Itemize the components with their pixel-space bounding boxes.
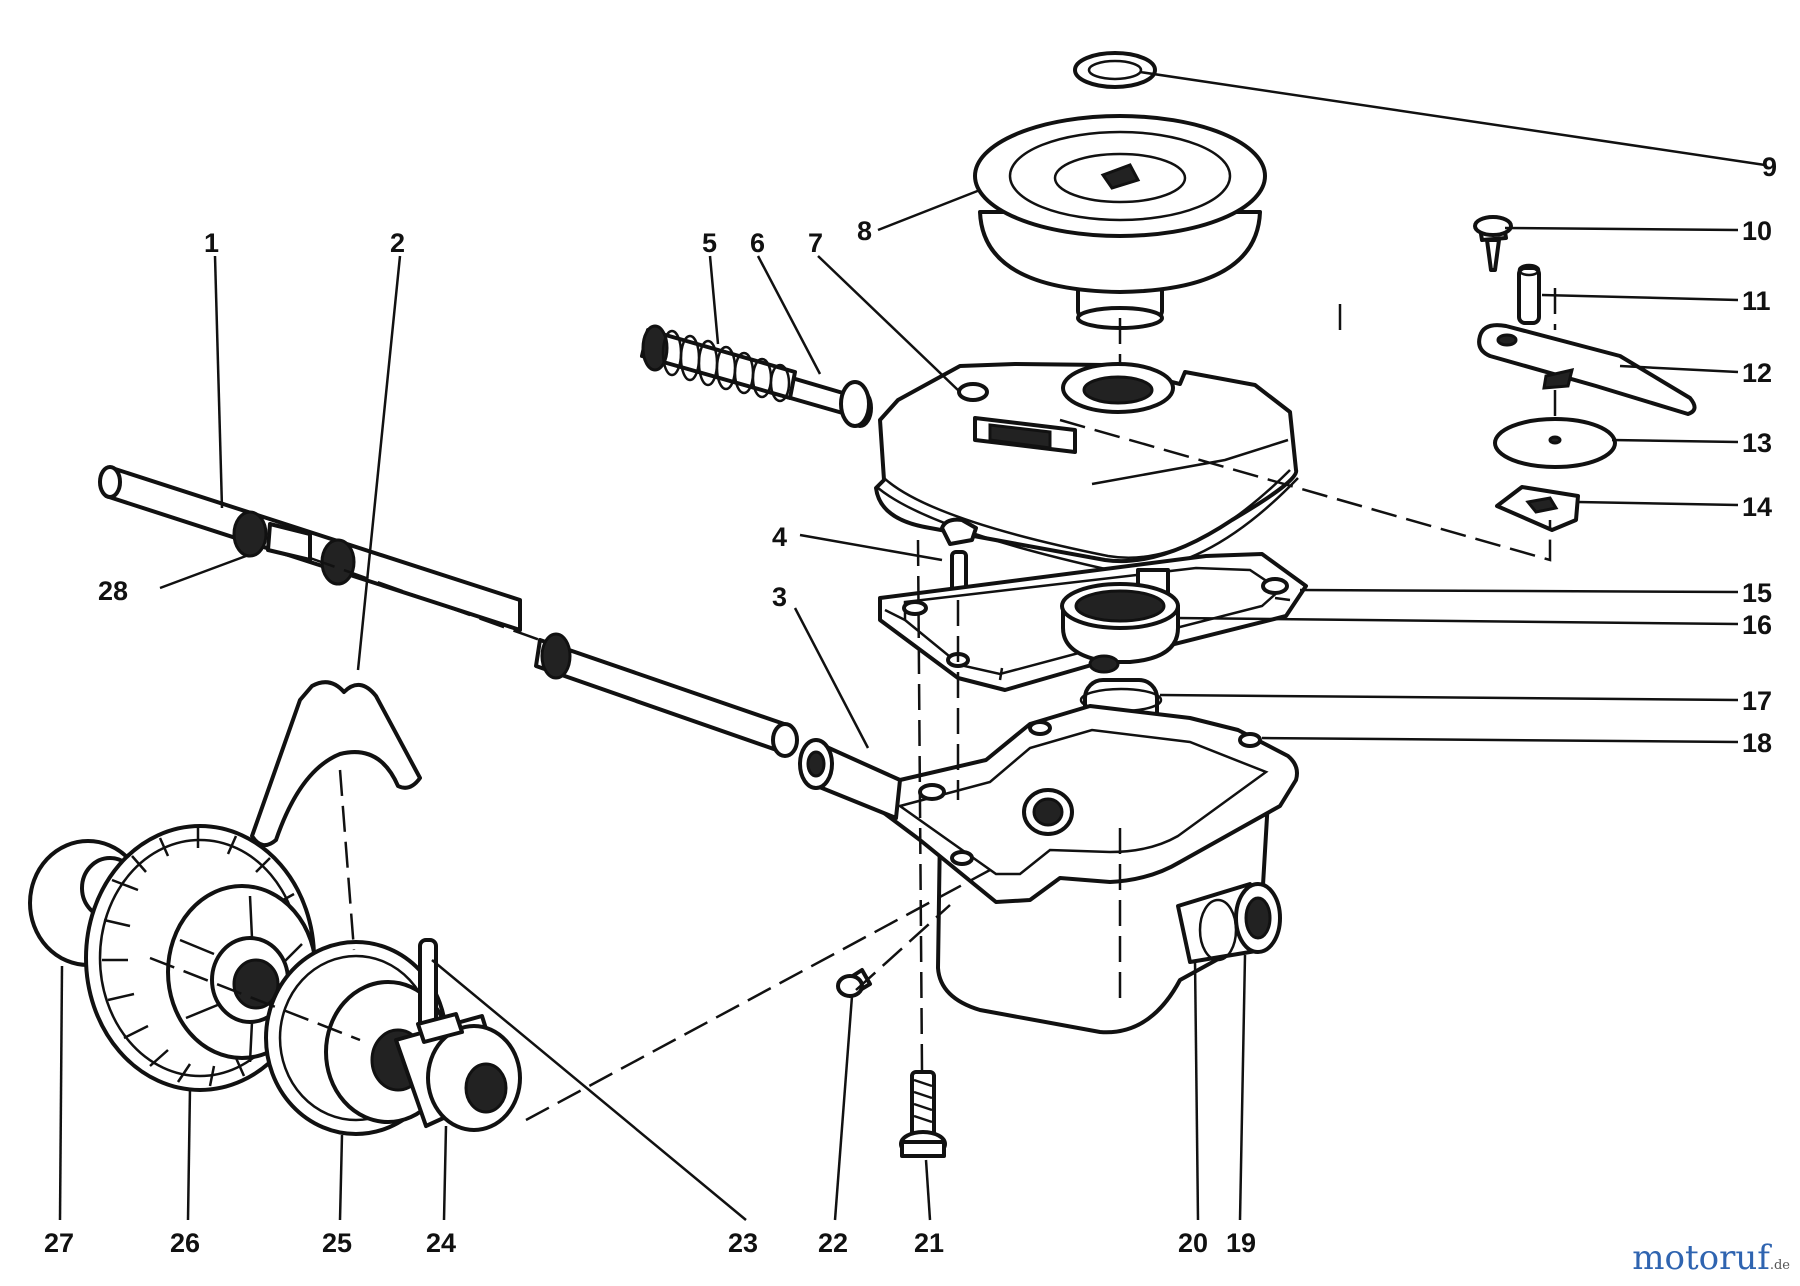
assembly-axis-lines [149,288,1557,1122]
helical-gear-part [84,824,318,1092]
callout-16: 16 [1742,610,1772,640]
callout-8: 8 [857,216,872,246]
callout-11: 11 [1742,286,1771,316]
callout-18: 18 [1742,728,1772,758]
callout-23: 23 [728,1228,758,1258]
bearing-part [1060,568,1180,664]
screw-part [1473,215,1513,272]
bushing-part [798,738,902,820]
callout-leaders [58,70,1766,1221]
callout-25: 25 [322,1228,352,1258]
pin-part [1517,263,1541,325]
callout-28: 28 [98,576,128,606]
watermark-suffix: .de [1769,1258,1790,1273]
lever-bracket-part [1477,323,1697,416]
side-seal-part [1176,882,1282,964]
clutch-dog-part [394,1012,522,1132]
pad-plate-part [1495,485,1580,532]
gearbox-housing-part [877,704,1299,1035]
callout-26: 26 [170,1228,200,1258]
callout-15: 15 [1742,578,1772,608]
callout-12: 12 [1742,358,1772,388]
callout-20: 20 [1178,1228,1208,1258]
callout-10: 10 [1742,216,1772,246]
callout-9: 9 [1762,152,1777,182]
watermark-text: motoruf [1632,1238,1770,1278]
compression-spring-part [640,324,797,403]
seal-ring-part [1073,51,1157,89]
callout-4: 4 [772,522,787,552]
watermark: motoruf.de [1632,1238,1790,1278]
callout-labels: 1 2 3 4 5 6 7 8 9 10 11 12 13 14 15 16 1… [44,152,1777,1258]
callout-22: 22 [818,1228,848,1258]
callout-17: 17 [1742,686,1772,716]
pulley-part [973,114,1267,330]
shift-fork-part [250,680,422,848]
bolt-part [899,1070,947,1158]
callout-21: 21 [914,1228,944,1258]
callout-5: 5 [702,228,717,258]
callout-3: 3 [772,582,787,612]
callout-2: 2 [390,228,405,258]
gearbox-cover-part [874,362,1299,573]
washer-plate-part [1493,417,1617,469]
callout-6: 6 [750,228,765,258]
callout-19: 19 [1226,1228,1256,1258]
axle-shaft-part [98,465,799,758]
callout-13: 13 [1742,428,1772,458]
callout-14: 14 [1742,492,1772,522]
callout-7: 7 [808,228,823,258]
callout-27: 27 [44,1228,74,1258]
callout-1: 1 [204,228,219,258]
callout-24: 24 [426,1228,456,1258]
